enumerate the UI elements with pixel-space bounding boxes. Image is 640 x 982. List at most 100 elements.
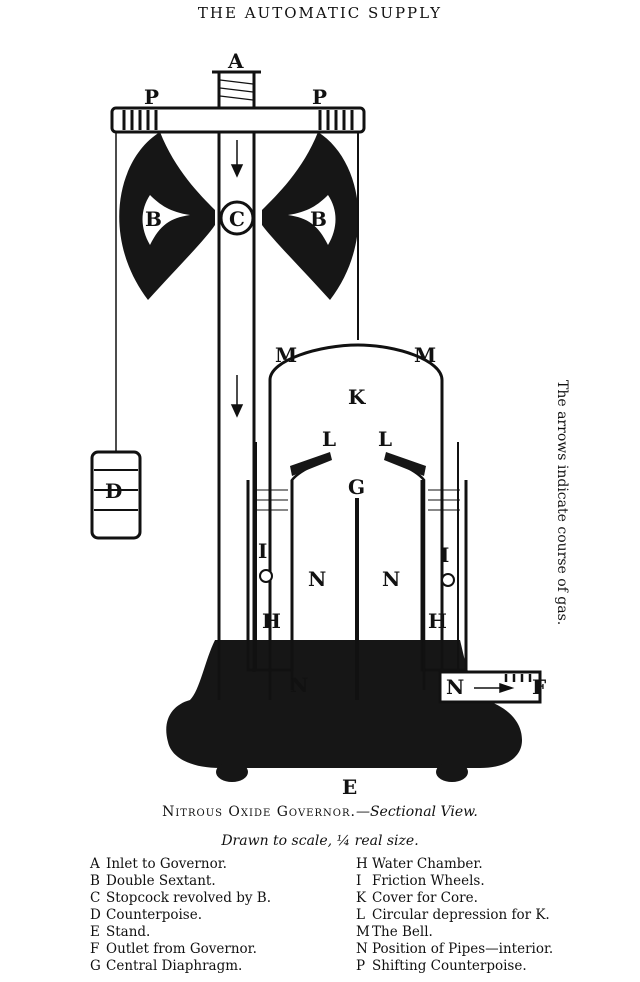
counterpoise-weight: [90, 450, 142, 540]
sextant-left: [119, 132, 215, 300]
legend-item: I Friction Wheels.: [356, 873, 553, 890]
scale-note: Drawn to scale, ¼ real size.: [0, 833, 640, 849]
legend-key: N: [356, 941, 368, 957]
legend-item: G Central Diaphragm.: [90, 958, 271, 975]
legend-text: The Bell.: [372, 924, 433, 940]
legend-item: L Circular depression for K.: [356, 907, 553, 924]
legend-item: A Inlet to Governor.: [90, 856, 271, 873]
scale-note-fraction: ¼: [336, 833, 351, 849]
label-m-right: M: [414, 343, 436, 367]
gas-flow-arrows: [230, 140, 515, 694]
label-a: A: [227, 49, 244, 73]
legend-left: A Inlet to Governor. B Double Sextant. C St…: [90, 856, 271, 975]
page-header: THE AUTOMATIC SUPPLY: [197, 4, 443, 22]
label-n-bottom-right: N: [446, 675, 464, 699]
legend-text: Outlet from Governor.: [106, 941, 257, 957]
legend-key: P: [356, 958, 366, 974]
legend-text: Shifting Counterpoise.: [372, 958, 527, 974]
label-l-right: L: [378, 427, 392, 451]
inlet-pipe-thread: [219, 79, 254, 101]
legend-text: Counterpoise.: [106, 907, 203, 923]
legend-item: B Double Sextant.: [90, 873, 271, 890]
legend-key: E: [90, 924, 100, 940]
side-note: The arrows indicate course of gas.: [554, 380, 570, 625]
diaphragm-cover-left: [290, 452, 332, 476]
legend-key: L: [356, 907, 365, 923]
caption-title: Nitrous Oxide Governor.: [162, 804, 356, 820]
label-d: D: [105, 479, 122, 503]
stand-foot-right: [436, 762, 468, 782]
stopcock: [219, 200, 255, 236]
label-k: K: [348, 385, 366, 409]
legend-key: D: [90, 907, 101, 923]
legend-text: Double Sextant.: [106, 873, 216, 889]
label-h-right: H: [428, 609, 447, 633]
legend-text: Stopcock revolved by B.: [106, 890, 271, 906]
label-g: G: [348, 475, 365, 499]
legend-text: Water Chamber.: [372, 856, 483, 872]
legend-item: P Shifting Counterpoise.: [356, 958, 553, 975]
label-b-right: B: [310, 207, 327, 231]
bell: [268, 343, 444, 700]
legend-item: C Stopcock revolved by B.: [90, 890, 271, 907]
water-level-right: [428, 489, 460, 511]
legend-key: H: [356, 856, 368, 872]
figure-caption: Nitrous Oxide Governor.—Sectional View.: [0, 804, 640, 820]
crossbar: [110, 106, 366, 134]
outlet-pipe: [438, 670, 542, 704]
legend-key: C: [90, 890, 101, 906]
scale-note-suffix: real size.: [354, 833, 419, 849]
governor-sectional-diagram: A P P B B C D M M K L L G I I N N H H N …: [90, 49, 546, 799]
legend-item: K Cover for Core.: [356, 890, 553, 907]
legend-key: I: [356, 873, 362, 889]
label-f: F: [532, 675, 546, 699]
counterpoise-weight-rings: [94, 469, 138, 511]
legend-text: Cover for Core.: [372, 890, 478, 906]
friction-wheel-right: [441, 573, 455, 587]
friction-wheel-left: [259, 569, 273, 583]
legend-item: E Stand.: [90, 924, 271, 941]
water-level-left: [256, 489, 288, 511]
legend-key: K: [356, 890, 367, 906]
label-n-center-left: N: [308, 567, 326, 591]
inlet-pipe: [212, 70, 261, 700]
label-p-left: P: [144, 85, 159, 109]
stand-foot-left: [216, 762, 248, 782]
legend-key: G: [90, 958, 101, 974]
label-c: C: [229, 207, 245, 231]
legend-item: F Outlet from Governor.: [90, 941, 271, 958]
scale-note-prefix: Drawn to scale,: [221, 833, 333, 849]
legend-key: M: [356, 924, 370, 940]
legend-text: Circular depression for K.: [372, 907, 550, 923]
label-i-left: I: [258, 539, 267, 563]
label-e: E: [342, 775, 357, 799]
label-l-left: L: [322, 427, 336, 451]
legend-text: Central Diaphragm.: [106, 958, 243, 974]
label-n-bottom-left: N: [290, 673, 308, 697]
legend-text: Friction Wheels.: [372, 873, 485, 889]
outlet-thread: [504, 674, 532, 682]
legend-text: Position of Pipes—interior.: [372, 941, 554, 957]
label-i-right: I: [440, 543, 449, 567]
legend-key: A: [90, 856, 100, 872]
label-m-left: M: [275, 343, 297, 367]
side-note-text: The arrows indicate course of gas.: [554, 380, 570, 625]
legend-key: F: [90, 941, 100, 957]
counterpoise-left: [122, 110, 158, 130]
label-p-right: P: [312, 85, 327, 109]
caption-subtitle: —Sectional View.: [355, 804, 478, 820]
sextant-right: [262, 132, 359, 300]
legend-key: B: [90, 873, 100, 889]
diaphragm-cover-right: [384, 452, 426, 476]
label-n-center-right: N: [382, 567, 400, 591]
legend-item: D Counterpoise.: [90, 907, 271, 924]
legend-text: Stand.: [106, 924, 151, 940]
label-b-left: B: [145, 207, 162, 231]
label-h-left: H: [262, 609, 281, 633]
legend-text: Inlet to Governor.: [106, 856, 227, 872]
counterpoise-right: [318, 110, 354, 130]
